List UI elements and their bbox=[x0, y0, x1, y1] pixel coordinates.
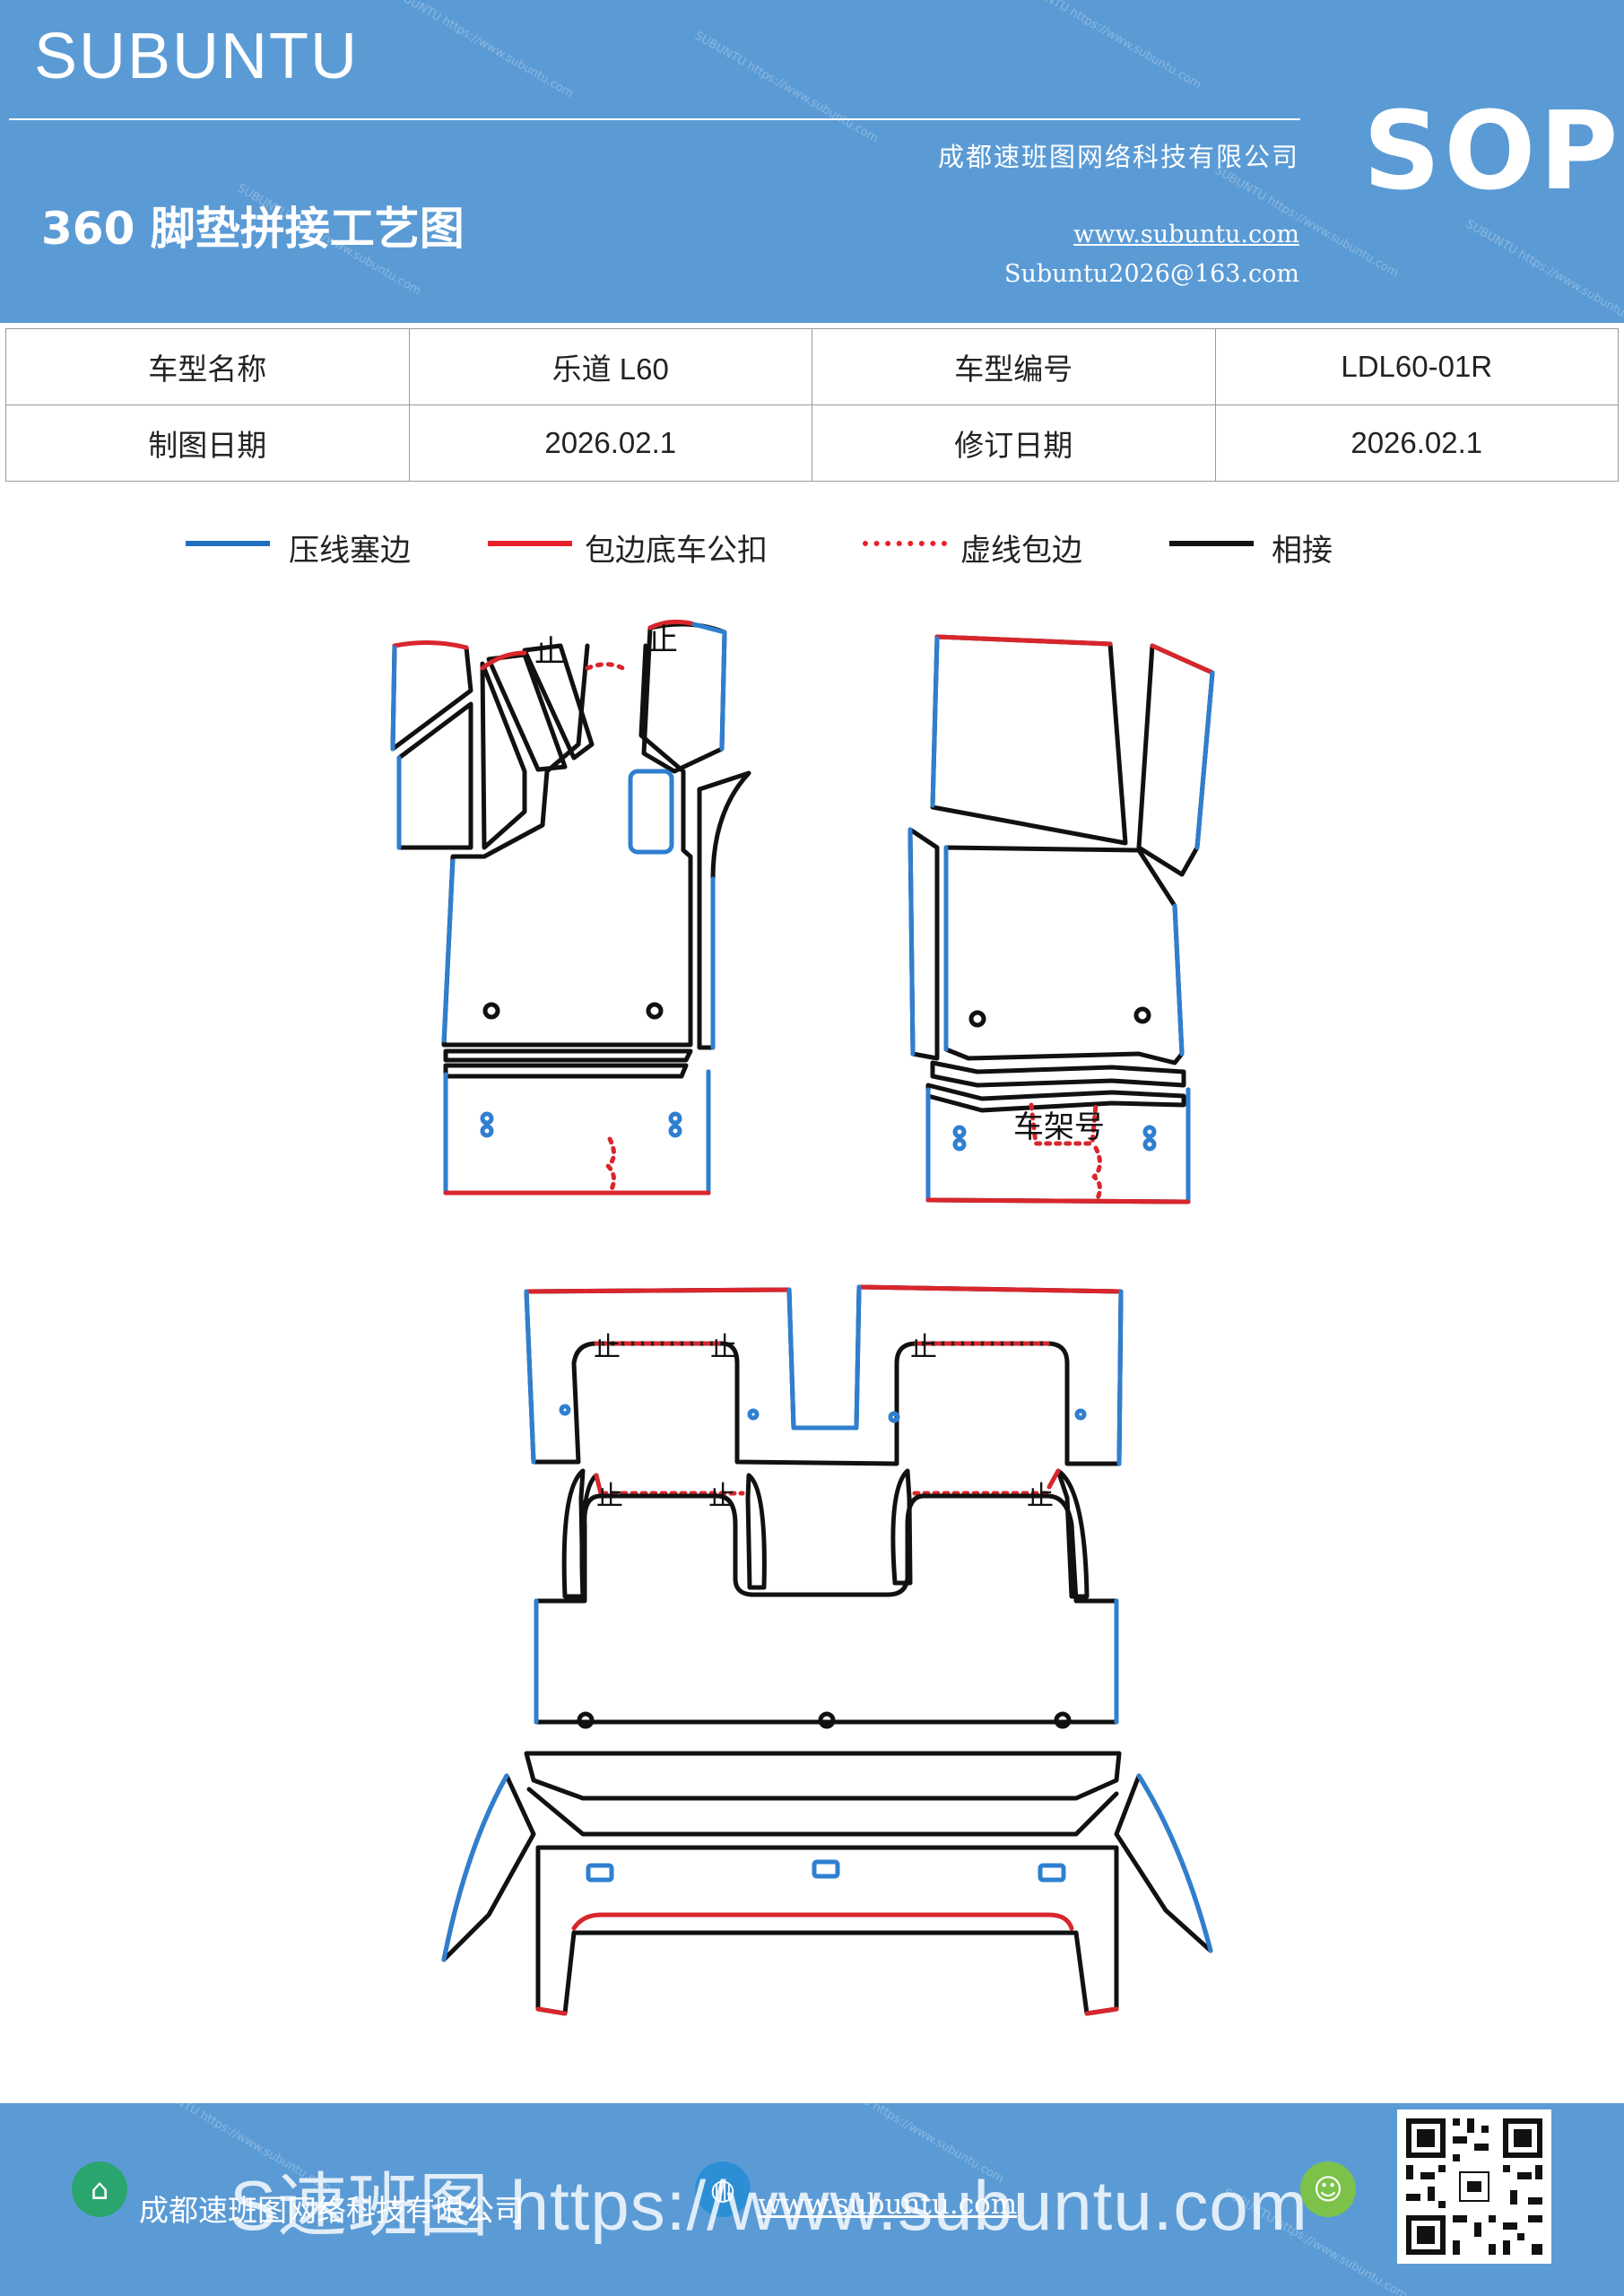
stop-mark: 止 bbox=[534, 634, 565, 670]
legend-label-dotted-wrap: 虚线包边 bbox=[960, 533, 1082, 569]
stop-mark: 止 bbox=[596, 1481, 623, 1512]
model-name-label: 车型名称 bbox=[5, 328, 410, 405]
revision-date-label: 修订日期 bbox=[812, 404, 1216, 482]
frame-number-label: 车架号 bbox=[1013, 1109, 1105, 1145]
drawing-date-value: 2026.02.1 bbox=[408, 404, 812, 482]
stop-mark: 止 bbox=[1027, 1481, 1054, 1512]
legend-label-wrap-edge: 包边底车公扣 bbox=[585, 533, 768, 569]
stop-mark: 止 bbox=[910, 1332, 937, 1363]
brand-name: SUBUNTU bbox=[34, 21, 360, 92]
legend-label-press-line: 压线塞边 bbox=[289, 533, 411, 569]
floor-mat-diagram: 止 止 车架号 bbox=[390, 619, 1215, 2016]
stop-mark: 止 bbox=[708, 1481, 735, 1512]
vehicle-info-table: 车型名称 乐道 L60 车型编号 LDL60-01R 制图日期 2026.02.… bbox=[5, 328, 1619, 482]
watermark: SUBUNTU https://www.subuntu.com bbox=[386, 0, 577, 101]
legend-label-joined: 相接 bbox=[1272, 533, 1333, 569]
model-code-label: 车型编号 bbox=[812, 328, 1216, 405]
building-icon: ⌂ bbox=[72, 2161, 127, 2217]
stop-mark: 止 bbox=[710, 1332, 737, 1363]
globe-icon: ◍ bbox=[695, 2161, 751, 2217]
website-link[interactable]: www.subuntu.com bbox=[1073, 221, 1299, 248]
table-row: 制图日期 2026.02.1 修订日期 2026.02.1 bbox=[5, 404, 1619, 482]
legend-swatch-black bbox=[1169, 541, 1254, 546]
revision-date-value: 2026.02.1 bbox=[1214, 404, 1619, 482]
front-left-mat bbox=[390, 619, 751, 1196]
legend: 压线塞边 包边底车公扣 虚线包边 相接 bbox=[0, 526, 1624, 570]
header-banner: SUBUNTU https://www.subuntu.com SUBUNTU … bbox=[0, 0, 1624, 323]
footer-company-name: 成都速班图网络科技有限公司 bbox=[139, 2193, 524, 2228]
watermark: SUBUNTU https://www.subuntu.com bbox=[1463, 217, 1624, 323]
page-title: 360 脚垫拼接工艺图 bbox=[41, 203, 465, 255]
footer-watermark-overlay: S速班图 https://www.subuntu.com bbox=[230, 2166, 1308, 2245]
watermark: SUBUNTU https://www.subuntu.com bbox=[691, 29, 881, 146]
model-code-value: LDL60-01R bbox=[1214, 328, 1619, 405]
table-row: 车型名称 乐道 L60 车型编号 LDL60-01R bbox=[5, 328, 1619, 405]
legend-swatch-red-dotted bbox=[863, 541, 947, 546]
stop-mark: 止 bbox=[647, 622, 678, 658]
legend-swatch-red bbox=[488, 541, 572, 546]
stop-mark: 止 bbox=[594, 1332, 621, 1363]
legend-swatch-blue bbox=[186, 541, 270, 546]
email-address: Subuntu2026@163.com bbox=[1004, 260, 1299, 288]
drawing-date-label: 制图日期 bbox=[5, 404, 410, 482]
model-name-value: 乐道 L60 bbox=[408, 328, 812, 405]
front-right-mat bbox=[908, 634, 1215, 1205]
company-name: 成都速班图网络科技有限公司 bbox=[937, 142, 1299, 172]
sop-badge: SOP bbox=[1363, 90, 1622, 214]
wechat-icon: ☺ bbox=[1300, 2161, 1356, 2217]
watermark: SUBUNTU https://www.subuntu.com bbox=[1014, 0, 1204, 92]
rear-mat bbox=[441, 1284, 1213, 2016]
footer-website-link[interactable]: www.subuntu.com bbox=[758, 2188, 1018, 2221]
footer-banner: SUBUNTU https://www.subuntu.com SUBUNTU … bbox=[0, 2103, 1624, 2296]
qr-code bbox=[1397, 2109, 1551, 2264]
header-divider bbox=[9, 118, 1300, 120]
